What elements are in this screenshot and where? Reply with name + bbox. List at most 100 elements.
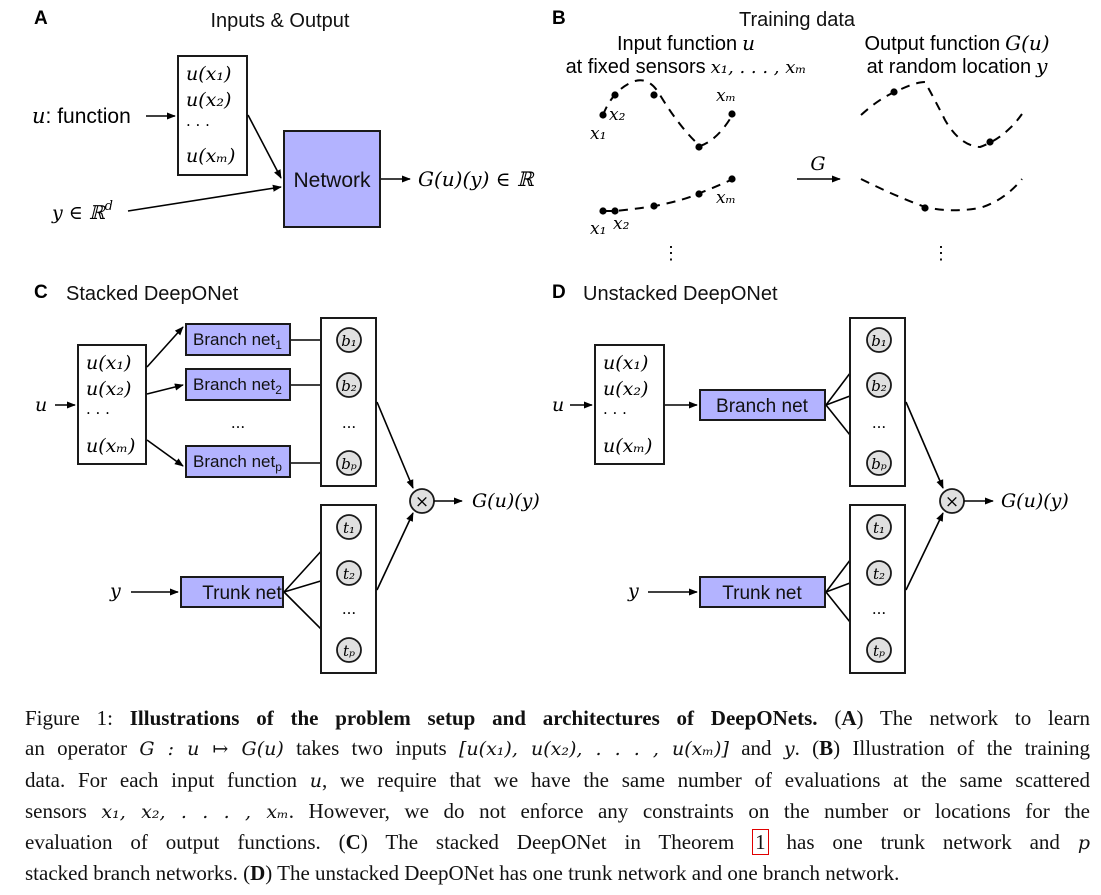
sensor-value: u(x₂): [186, 89, 231, 111]
sensor-ellipsis: · · ·: [86, 404, 110, 422]
panel-c-input-var: u: [35, 394, 47, 416]
b-node-ellipsis: ...: [872, 414, 886, 432]
arrow-to-branch-p: [146, 439, 184, 467]
caption-text: takes two inputs: [283, 736, 460, 761]
t-node-label: t₂: [343, 565, 355, 583]
sensor-label-xm: xₘ: [716, 86, 736, 106]
sensor-ellipsis: · · ·: [186, 116, 210, 134]
caption-math: y: [783, 738, 795, 761]
branch-net-2: [185, 368, 291, 401]
branch-net-p: [185, 445, 291, 478]
t-node: [866, 637, 892, 663]
b-node: [866, 372, 892, 398]
panel-c-letter: C: [34, 282, 48, 303]
sensor-value: u(xₘ): [603, 435, 652, 457]
caption-text: data. For each input function: [25, 767, 310, 792]
caption-line: stacked branch networks. (D) The unstack…: [25, 858, 1090, 888]
panel-d: D Unstacked DeepONet u u(x₁) u(x₂) · · ·…: [552, 282, 1069, 674]
t-node-label: tₚ: [343, 642, 355, 660]
t-node-label: t₁: [873, 519, 885, 537]
sensor-point: [728, 110, 736, 118]
caption-math: G : u ↦ G(u): [139, 738, 284, 761]
panel-b-letter: B: [552, 8, 566, 29]
arrow-to-branch-1: [146, 326, 184, 368]
t-node: [336, 637, 362, 663]
b-node-ellipsis: ...: [342, 414, 356, 432]
caption-text: , we require that we have the same numbe…: [322, 767, 1090, 792]
sensor-value: u(xₘ): [186, 145, 235, 167]
caption-text: has one trunk network and: [768, 830, 1078, 855]
evaluation-point: [890, 88, 898, 96]
evaluation-point: [986, 138, 994, 146]
sensor-label-xm: xₘ: [716, 188, 736, 208]
output-function-curve-2: [860, 178, 1023, 212]
panel-c-title: Stacked DeepONet: [66, 283, 239, 305]
b-node-label: b₂: [341, 377, 357, 395]
caption-bold-text: A: [841, 706, 857, 730]
caption-text: Figure 1:: [25, 706, 130, 730]
branch-ellipsis: ...: [231, 414, 245, 432]
sensor-ellipsis: · · ·: [603, 404, 627, 422]
b-node: [336, 327, 362, 353]
branch-net-p-label: Branch netp: [193, 452, 282, 474]
sensor-label-x1: x₁: [590, 124, 606, 144]
input-function-heading: Input function u: [617, 31, 755, 55]
sensor-value: u(xₘ): [86, 435, 135, 457]
arrow-sensors-to-network: [247, 114, 282, 179]
arrow-trunk-to-product: [905, 512, 944, 591]
sensor-point: [611, 91, 619, 99]
caption-text: . However, we do not enforce any constra…: [288, 798, 1090, 823]
arrow-trunk-to-product: [376, 512, 414, 591]
fixed-sensors-heading: at fixed sensors x₁, . . . , xₘ: [566, 56, 807, 78]
panel-c: C Stacked DeepONet u u(x₁) u(x₂) · · · u…: [34, 282, 540, 674]
caption-math: [u(x₁), u(x₂), . . . , u(xₘ)]: [459, 738, 729, 761]
operator-label: G: [810, 153, 825, 175]
branch-net-label: Branch net: [716, 396, 809, 417]
sensor-value: u(x₁): [186, 63, 231, 85]
b-node: [866, 327, 892, 353]
b-node-label: b₂: [871, 377, 887, 395]
caption-bold-text: D: [250, 861, 266, 886]
sensor-point: [650, 91, 658, 99]
t-node-ellipsis: ...: [872, 600, 886, 618]
panel-a-output-label: G(u)(y) ∈ ℝ: [418, 167, 535, 191]
arrow-y-to-network: [127, 184, 282, 212]
vdots-left: ⋮: [662, 243, 680, 264]
panel-b: B Training data Input function u at fixe…: [552, 8, 1050, 264]
panel-d-title: Unstacked DeepONet: [583, 283, 778, 305]
panel-a-title: Inputs & Output: [211, 10, 350, 32]
sensor-point: [728, 175, 736, 183]
sensor-point: [695, 190, 703, 198]
output-function-curve-1: [860, 80, 1023, 149]
t-node: [866, 514, 892, 540]
panel-c-trunk-input: y: [109, 580, 121, 602]
trunk-net-label: Trunk net: [722, 583, 802, 604]
caption-line: sensors x₁, x₂, . . . , xₘ. However, we …: [25, 796, 1090, 827]
evaluation-point: [921, 204, 929, 212]
random-location-heading: at random location y: [867, 54, 1049, 78]
panel-d-input-var: u: [552, 394, 564, 416]
arrow-to-branch-2: [146, 383, 184, 395]
sensor-point: [599, 111, 607, 119]
panel-a-input-label: u: function: [32, 104, 131, 128]
product-symbol: ×: [415, 492, 429, 512]
sensor-label-x2: x₂: [613, 214, 630, 234]
theorem-reference-link[interactable]: 1: [752, 829, 769, 856]
branch-net: [699, 389, 826, 421]
network-box: [283, 130, 381, 228]
t-node-label: tₚ: [873, 642, 885, 660]
sensor-label-x2: x₂: [609, 105, 626, 125]
caption-line: evaluation of output functions. (C) The …: [25, 827, 1090, 858]
caption-text: sensors: [25, 798, 102, 823]
t-node-label: t₁: [343, 519, 355, 537]
input-function-curve-2: [603, 178, 734, 212]
panel-d-letter: D: [552, 282, 566, 303]
t-node-label: t₂: [873, 565, 885, 583]
panel-d-output-label: G(u)(y): [1001, 490, 1069, 512]
caption-line: an operator G : u ↦ G(u) takes two input…: [25, 733, 1090, 764]
branch-net-1-label: Branch net1: [193, 330, 282, 352]
t-node: [336, 514, 362, 540]
t-node: [336, 560, 362, 586]
t-node: [866, 560, 892, 586]
panel-b-title: Training data: [739, 9, 856, 31]
